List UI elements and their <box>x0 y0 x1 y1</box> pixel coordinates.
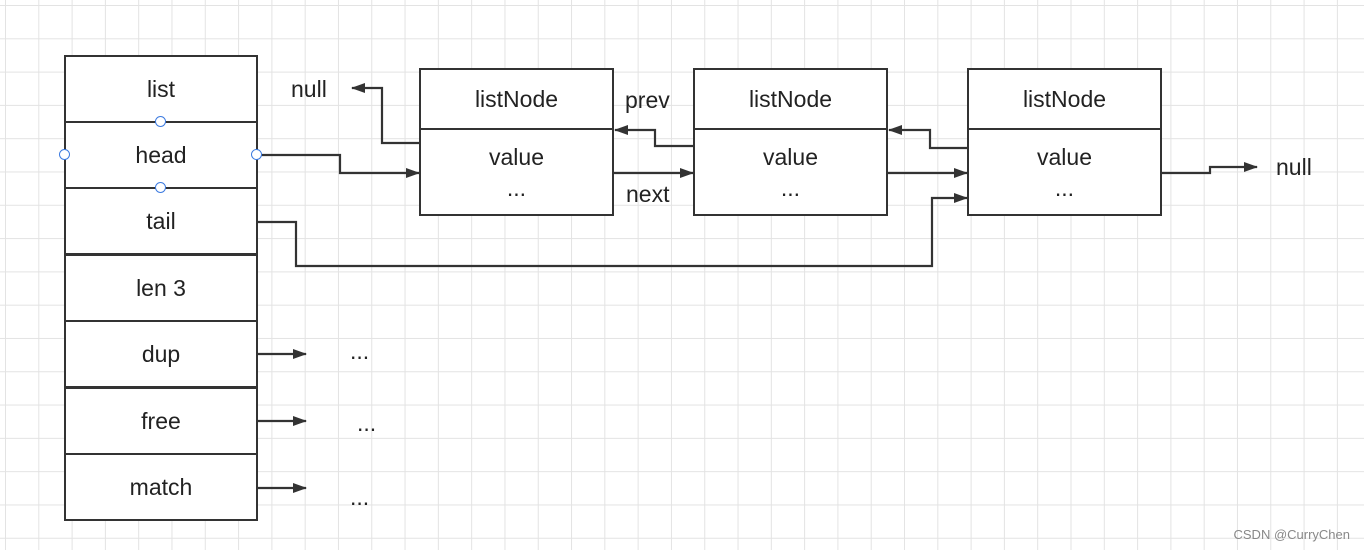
node1-body[interactable]: value ... <box>419 128 614 216</box>
selection-handle-left[interactable] <box>59 149 70 160</box>
node2-more: ... <box>780 175 801 202</box>
node1-title[interactable]: listNode <box>419 68 614 130</box>
selection-handle-top[interactable] <box>155 116 166 127</box>
node3-body[interactable]: value ... <box>967 128 1162 216</box>
selection-handle-right[interactable] <box>251 149 262 160</box>
node1-title-text: listNode <box>474 85 559 112</box>
node1-value: value <box>489 144 544 170</box>
node3-title-text: listNode <box>1022 85 1107 112</box>
dup-target-label[interactable]: ... <box>350 338 370 364</box>
list-field-free[interactable]: free <box>64 387 258 455</box>
node3-title[interactable]: listNode <box>967 68 1162 130</box>
node2-title[interactable]: listNode <box>693 68 888 130</box>
watermark-text: CSDN @CurryChen <box>1233 527 1351 542</box>
list-field-len-text: len 3 <box>136 274 186 301</box>
prev-label[interactable]: prev <box>625 87 670 113</box>
node2-value: value <box>763 144 818 170</box>
list-struct-title-text: list <box>146 75 176 102</box>
selection-handle-bottom[interactable] <box>155 182 166 193</box>
node3-next-null-arrow <box>1161 162 1258 175</box>
node2-title-text: listNode <box>748 85 833 112</box>
head-to-node1-arrow <box>257 153 420 178</box>
match-target-label[interactable]: ... <box>350 484 370 510</box>
list-field-tail-text: tail <box>146 207 176 234</box>
node1-prev-null-arrow <box>351 83 419 145</box>
list-field-head-text: head <box>135 141 187 168</box>
list-field-tail[interactable]: tail <box>64 187 258 255</box>
node3-more: ... <box>1054 175 1075 202</box>
list-field-free-text: free <box>141 407 181 434</box>
free-target-label[interactable]: ... <box>357 410 377 436</box>
next-label[interactable]: next <box>626 181 670 207</box>
list-field-dup[interactable]: dup <box>64 320 258 388</box>
null-right-label[interactable]: null <box>1276 154 1312 180</box>
node2-prev-node1-arrow <box>614 125 693 148</box>
list-field-dup-text: dup <box>141 340 181 367</box>
tail-to-node3-arrow <box>257 193 968 268</box>
node3-value: value <box>1037 144 1092 170</box>
node2-body[interactable]: value ... <box>693 128 888 216</box>
node3-prev-node2-arrow <box>888 125 967 150</box>
node1-more: ... <box>506 175 527 202</box>
list-field-len[interactable]: len 3 <box>64 254 258 322</box>
list-struct-title[interactable]: list <box>64 55 258 123</box>
list-field-head[interactable]: head <box>64 121 258 189</box>
list-field-match-text: match <box>129 473 193 500</box>
null-left-label[interactable]: null <box>291 76 327 102</box>
list-field-match[interactable]: match <box>64 453 258 521</box>
